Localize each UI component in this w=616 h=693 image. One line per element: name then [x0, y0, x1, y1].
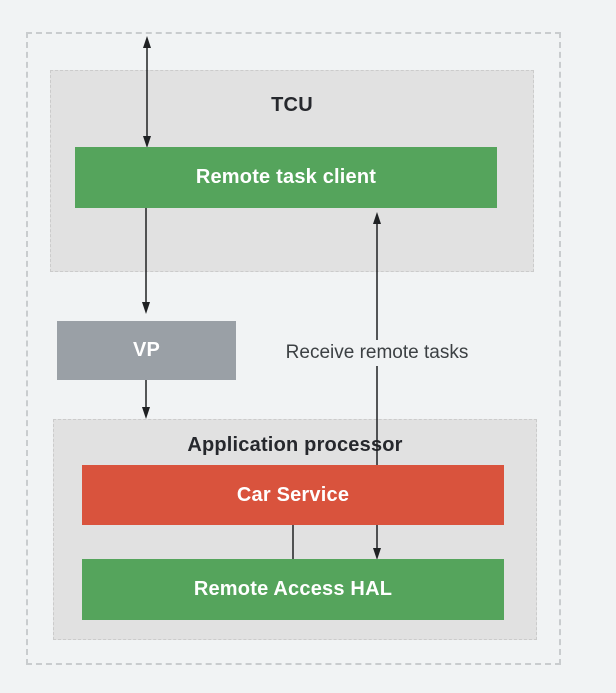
vp-label: VP — [132, 339, 161, 361]
car-service-node: Car Service — [82, 465, 504, 525]
vp-node: VP — [57, 321, 236, 380]
receive-remote-tasks-label: Receive remote tasks — [280, 340, 474, 366]
tcu-title: TCU — [271, 94, 313, 116]
remote-task-client-label: Remote task client — [195, 166, 377, 188]
application-processor-title: Application processor — [187, 434, 403, 456]
car-service-label: Car Service — [236, 483, 350, 506]
remote-task-client-node: Remote task client — [75, 147, 497, 208]
remote-access-hal-node: Remote Access HAL — [82, 559, 504, 620]
remote-access-hal-label: Remote Access HAL — [193, 578, 393, 600]
system-boundary — [26, 32, 561, 665]
